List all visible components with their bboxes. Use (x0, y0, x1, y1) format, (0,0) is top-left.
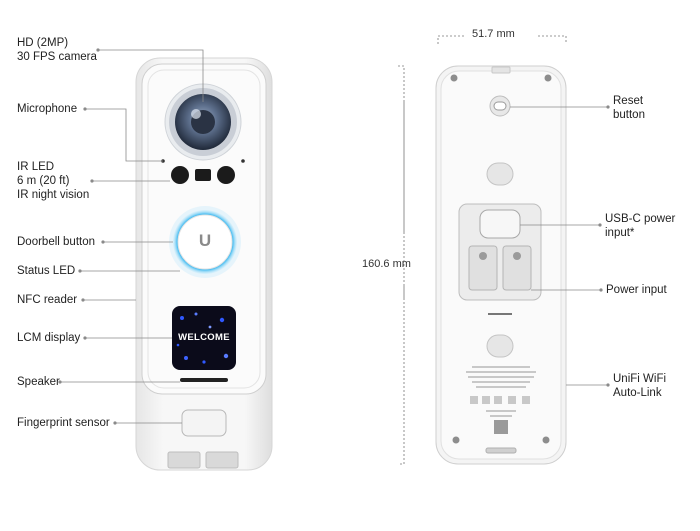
label-reset-button: Reset button (613, 94, 645, 122)
label-status-led: Status LED (17, 265, 76, 277)
label-wifi-line1: UniFi WiFi (613, 373, 667, 385)
doorbell-button-illustration (169, 206, 241, 278)
fingerprint-pad (181, 409, 227, 437)
label-reset-line1: Reset (613, 95, 644, 107)
label-speaker: Speaker (17, 376, 60, 388)
speaker-grille (180, 378, 228, 382)
front-leader-lines (60, 49, 204, 424)
back-device (435, 65, 567, 465)
label-fingerprint-sensor: Fingerprint sensor (17, 417, 110, 429)
reset-button-illustration (489, 95, 511, 117)
label-camera-line2: 30 FPS camera (17, 51, 97, 63)
button-logo: U (198, 231, 212, 250)
label-ir-line1: IR LED (17, 161, 55, 173)
label-usbc-line1: USB-C power (605, 213, 676, 225)
label-power-input: Power input (606, 284, 667, 296)
label-camera-line1: HD (2MP) (17, 37, 69, 49)
label-microphone: Microphone (17, 103, 78, 115)
label-nfc-reader: NFC reader (17, 294, 78, 306)
label-camera: HD (2MP) 30 FPS camera (17, 36, 97, 64)
label-reset-line2: button (613, 109, 645, 121)
front-device (135, 57, 273, 471)
ir-led-array (161, 159, 245, 184)
label-ir-line3: IR night vision (17, 189, 90, 201)
label-doorbell-button: Doorbell button (17, 236, 95, 248)
back-leader-lines (510, 106, 608, 386)
label-unifi-wifi: UniFi WiFi Auto-Link (613, 372, 666, 400)
dimension-lines (398, 35, 567, 465)
label-usbc-power: USB-C power input* (605, 212, 675, 240)
dimension-height: 160.6 mm (362, 258, 411, 270)
label-ir-line2: 6 m (20 ft) (17, 175, 70, 187)
camera-lens (164, 83, 242, 161)
label-lcm-display: LCM display (17, 332, 81, 344)
port-bay (458, 203, 542, 301)
usb-c-port (479, 209, 521, 239)
lcm-screen (172, 306, 236, 370)
label-usbc-line2: input* (605, 227, 635, 239)
front-leader-dots (58, 48, 117, 425)
screen-welcome-text: WELCOME (178, 332, 230, 343)
label-wifi-line2: Auto-Link (613, 387, 662, 399)
dimension-width: 51.7 mm (472, 28, 515, 40)
label-ir-led: IR LED 6 m (20 ft) IR night vision (17, 160, 89, 202)
